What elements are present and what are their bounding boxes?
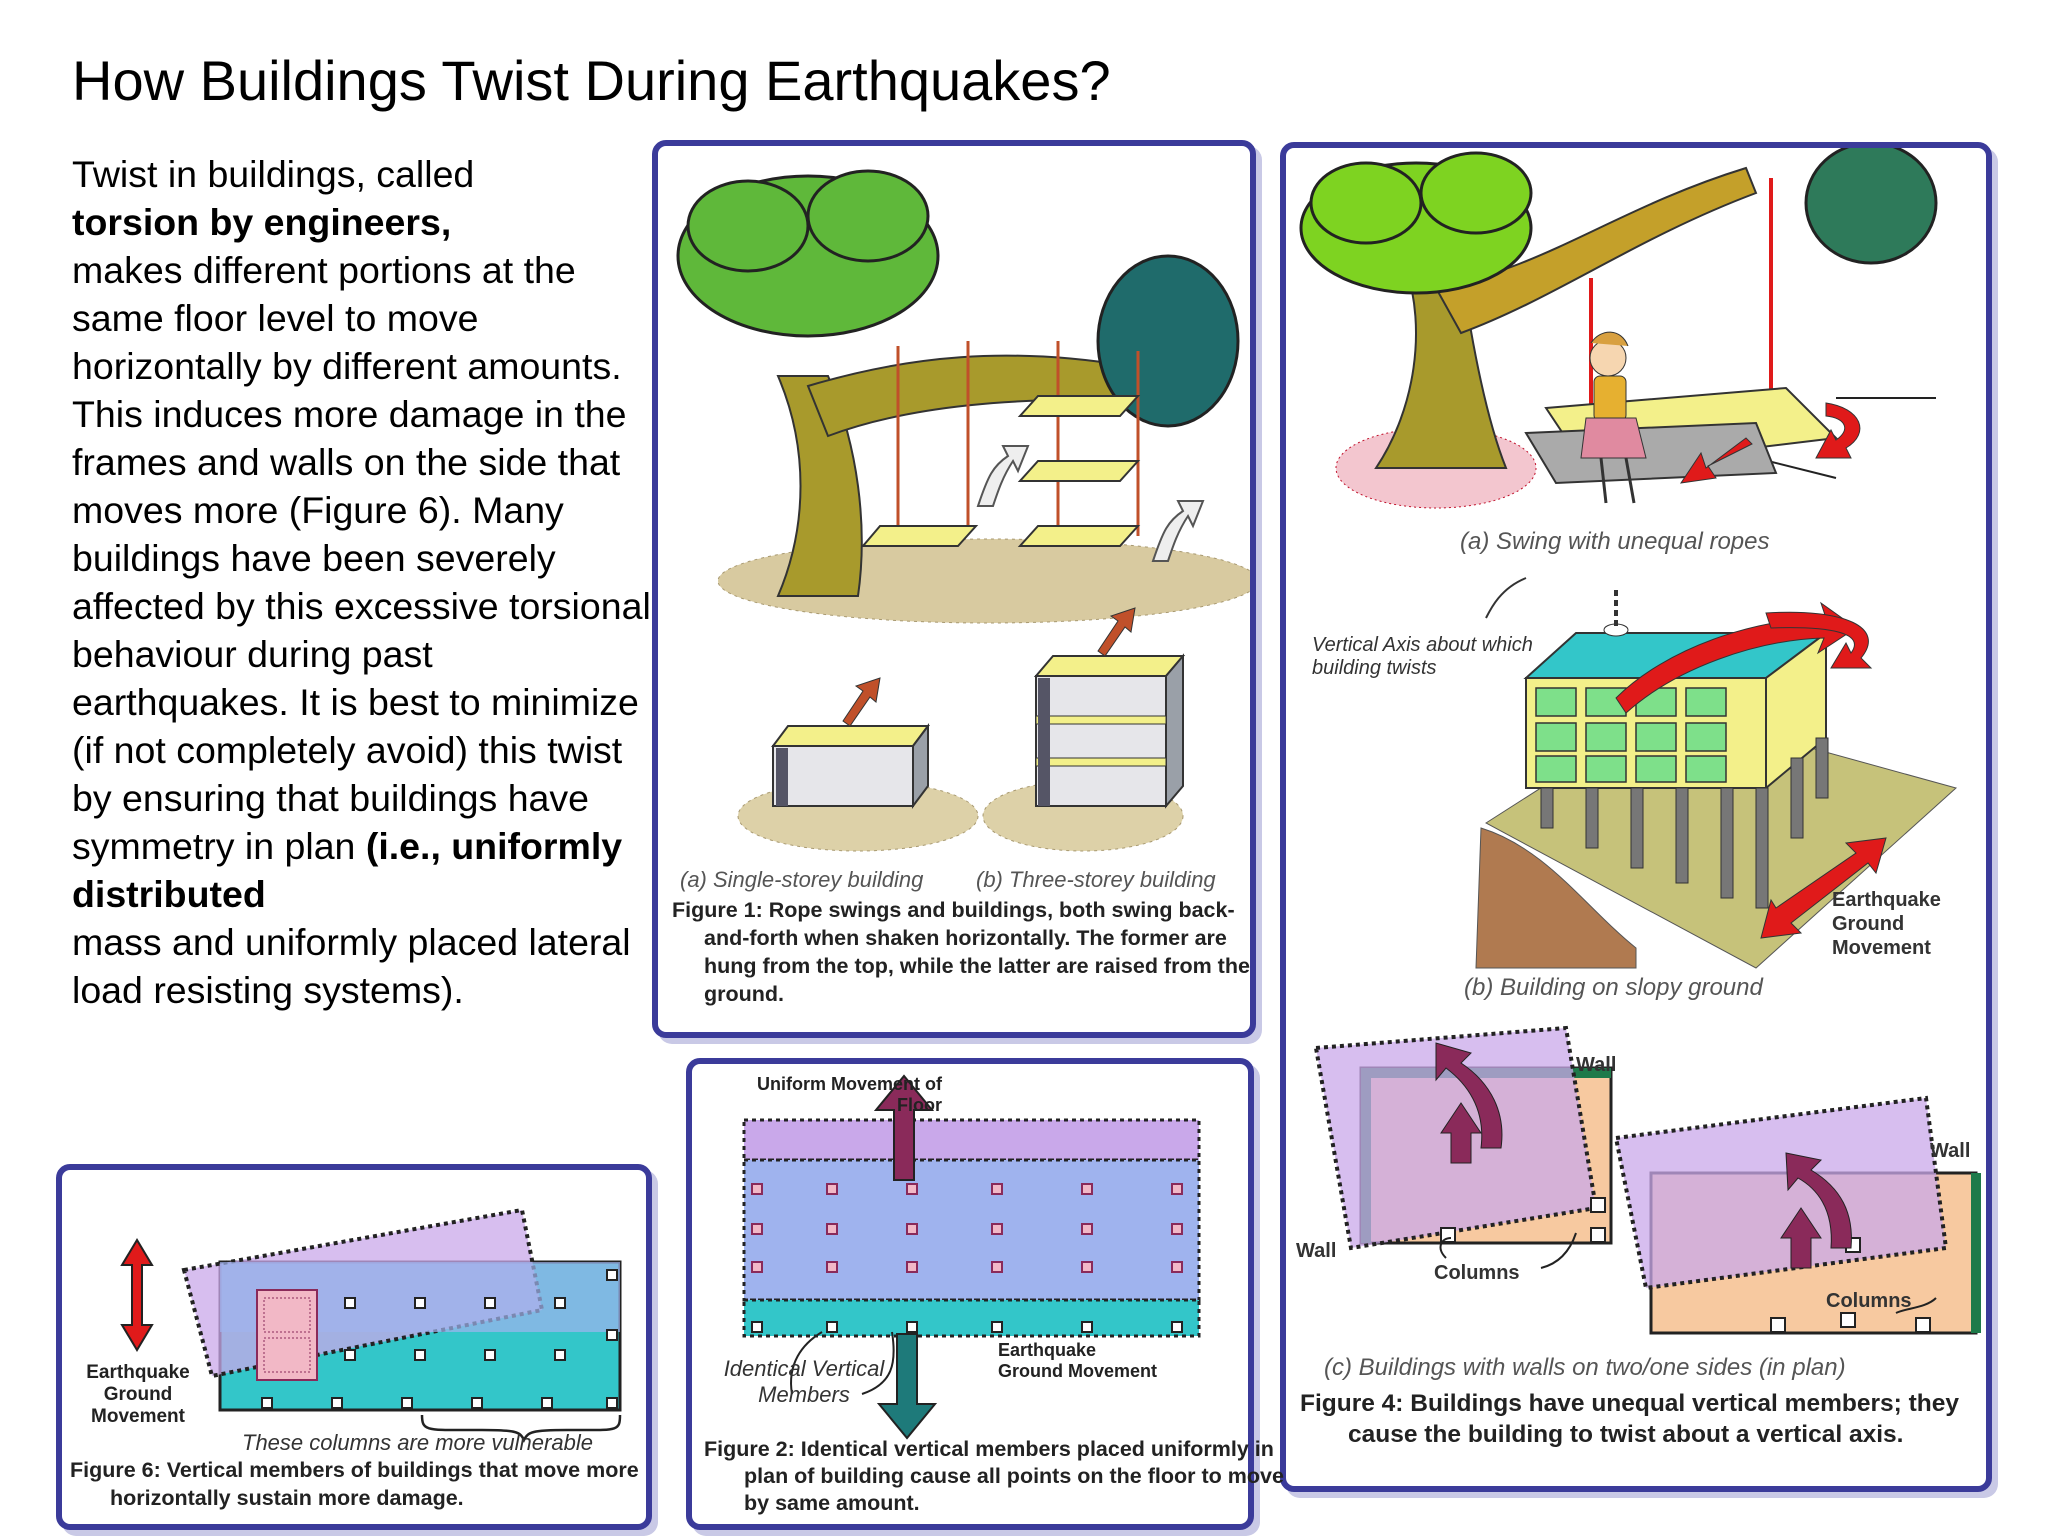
figure2-label-uniform: Uniform Movement of Floor bbox=[756, 1074, 942, 1115]
figure6-label-vulnerable: These columns are more vulnerable bbox=[242, 1430, 593, 1455]
movement-arrow-icon bbox=[1785, 1152, 1852, 1249]
movement-up-arrow-icon bbox=[873, 1074, 935, 1181]
body-text-bold-uniform: (i.e., uniformly distributed bbox=[72, 825, 623, 915]
figure1-panel: (a) Single-storey building (b) Three-sto… bbox=[652, 140, 1256, 1038]
figure1-subcaption-b: (b) Three-storey building bbox=[976, 867, 1216, 892]
figure4-illustration bbox=[1299, 148, 1981, 1335]
figure4-label-axis: Vertical Axis about which building twist… bbox=[1312, 634, 1533, 679]
girl-figure bbox=[1580, 331, 1647, 504]
figure4-caption: Figure 4: Buildings have unequal vertica… bbox=[1300, 1390, 1959, 1448]
figure6-illustration bbox=[120, 1207, 622, 1443]
twist-arrow-icon bbox=[1815, 402, 1861, 459]
movement-arrow-icon bbox=[1440, 1102, 1482, 1164]
swing-triple bbox=[1017, 395, 1141, 547]
figure4-panel: (a) Swing with unequal ropes Vertical Ax… bbox=[1280, 142, 1992, 1492]
figure2-illustration bbox=[742, 1074, 1201, 1440]
body-text-intro: Twist in buildings, called bbox=[72, 153, 475, 195]
body-text: Twist in buildings, called torsion by en… bbox=[72, 150, 652, 1014]
figure4c-walls-two-sides bbox=[1313, 1025, 1613, 1269]
figure4-label-wall-3: Wall bbox=[1930, 1140, 1971, 1162]
building-single bbox=[771, 677, 930, 809]
tree-canopy-teal bbox=[1096, 254, 1240, 428]
twist-arrow-icon bbox=[1765, 611, 1873, 669]
figure2-caption: Figure 2: Identical vertical members pla… bbox=[704, 1437, 1284, 1515]
twist-arrow-icon bbox=[1679, 437, 1753, 484]
ground-movement-arrow-icon bbox=[120, 1238, 154, 1352]
figure6-label-eq: Earthquake Ground Movement bbox=[86, 1362, 190, 1427]
force-arrow-icon bbox=[842, 677, 881, 727]
figure4-subcaption-c: (c) Buildings with walls on two/one side… bbox=[1324, 1354, 1846, 1381]
figure4-subcaption-b: (b) Building on slopy ground bbox=[1464, 974, 1763, 1001]
swing-arrow-icon bbox=[1151, 500, 1205, 562]
figure4a-swing-scene bbox=[1299, 148, 1938, 509]
body-text-end: mass and uniformly placed lateral load r… bbox=[72, 921, 631, 1011]
figure1-subcaption-a: (a) Single-storey building bbox=[680, 867, 924, 892]
figure4c-wall-one-side bbox=[1613, 1095, 1981, 1335]
figure4b-sloped-building bbox=[1475, 577, 1958, 969]
swing-arrow-icon bbox=[976, 445, 1030, 507]
figure4-label-columns-2: Columns bbox=[1826, 1290, 1912, 1312]
figure4-label-wall-2: Wall bbox=[1296, 1240, 1337, 1262]
figure4-subcaption-a: (a) Swing with unequal ropes bbox=[1460, 528, 1770, 555]
figure2-panel: Uniform Movement of Floor Identical Vert… bbox=[686, 1058, 1284, 1530]
figure4-label-wall-1: Wall bbox=[1576, 1054, 1617, 1076]
movement-arrow-icon bbox=[1780, 1207, 1822, 1269]
figure2-label-identical: Identical Vertical Members bbox=[723, 1356, 885, 1407]
figure2-label-eq: Earthquake Ground Movement bbox=[998, 1340, 1158, 1381]
building-three-storey bbox=[1033, 607, 1186, 809]
movement-down-arrow-icon bbox=[876, 1333, 938, 1440]
figure4-label-columns-1: Columns bbox=[1434, 1262, 1520, 1284]
body-text-bold-torsion: torsion by engineers, bbox=[72, 201, 452, 243]
figure1-caption: Figure 1: Rope swings and buildings, bot… bbox=[672, 898, 1250, 1006]
figure1-illustration bbox=[676, 169, 1250, 852]
body-text-main: makes different portions at the same flo… bbox=[72, 249, 651, 867]
force-arrow-icon bbox=[1097, 607, 1136, 657]
movement-arrow-icon bbox=[1435, 1042, 1503, 1149]
ground-movement-arrow-icon bbox=[1760, 837, 1887, 939]
page-title: How Buildings Twist During Earthquakes? bbox=[72, 49, 1111, 112]
figure4-label-eq: Earthquake Ground Movement bbox=[1832, 889, 1941, 959]
tree-canopy-green bbox=[676, 169, 940, 338]
swing-single bbox=[860, 525, 979, 547]
figure6-caption: Figure 6: Vertical members of buildings … bbox=[70, 1458, 639, 1510]
figure6-panel: Earthquake Ground Movement These columns… bbox=[56, 1164, 652, 1530]
